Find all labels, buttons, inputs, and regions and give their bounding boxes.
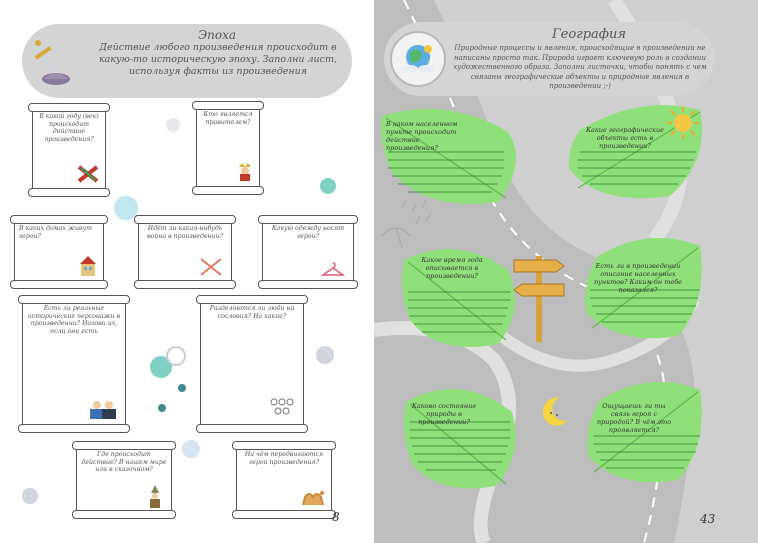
decor-circle: [150, 356, 172, 378]
leaf-label: Есть ли в произведении описание населенн…: [593, 262, 683, 294]
scroll-war[interactable]: Идёт ли какая-нибудь война в произведени…: [134, 215, 236, 289]
scroll-clothing[interactable]: Какую одежду носят герои?: [258, 215, 358, 289]
leaf-label: Какие географические объекты есть в прои…: [586, 126, 664, 150]
gnome-icon: [150, 485, 160, 508]
people-icon: [90, 401, 116, 419]
right-page: География Природные процессы и явления, …: [374, 0, 758, 543]
scroll-label: Разделяются ли люди на сословия? На каки…: [209, 305, 295, 320]
scroll-ruler[interactable]: Кто является правителем?: [192, 101, 264, 195]
page-number: 8: [332, 510, 340, 524]
sword-in-stone-icon: [28, 33, 84, 89]
decor-circle: [166, 346, 186, 366]
decor-circle: [178, 384, 186, 392]
scroll-label: Где происходит действие? В нашем мире ил…: [81, 451, 167, 473]
leaf-label: В каком населенном пункте происходит дей…: [386, 120, 458, 152]
page-number: 43: [700, 512, 716, 526]
decor-circle: [182, 440, 200, 458]
moon-icon: [542, 397, 568, 426]
scroll-label: В каких домах живут герои?: [19, 225, 93, 240]
era-title: Эпоха: [197, 28, 237, 42]
scroll-real-people[interactable]: Есть ли реальные исторические персонажи …: [18, 295, 130, 433]
globe-icon: [390, 31, 446, 87]
scroll-era[interactable]: В какой году (век) происходит действие п…: [28, 103, 110, 197]
leaf-label: Какое время года описывается в произведе…: [421, 256, 483, 280]
hourglass-icon: [77, 165, 99, 183]
camel-icon: [302, 491, 324, 506]
sun-icon: [667, 107, 699, 139]
decor-circle: [320, 178, 336, 194]
scroll-label: На чём передвигаются герои произведения?: [244, 451, 324, 466]
decor-circle: [114, 196, 138, 220]
geography-banner: География Природные процессы и явления, …: [384, 22, 714, 96]
decor-circle: [158, 404, 166, 412]
scroll-houses[interactable]: В каких домах живут герои?: [10, 215, 108, 289]
crossed-swords-icon: [200, 258, 222, 276]
decor-circle: [166, 118, 180, 132]
leaf-hero-nature[interactable]: Ощущаешь ли ты связь героя с природой? В…: [580, 376, 708, 488]
scroll-place[interactable]: Где происходит действие? В нашем мире ил…: [72, 441, 176, 519]
signpost-icon: [513, 256, 565, 342]
scroll-label: Есть ли реальные исторические персонажи …: [27, 305, 121, 335]
geography-title: География: [552, 27, 626, 42]
king-icon: [239, 163, 251, 181]
leaf-settlement[interactable]: В каком населенном пункте происходит дей…: [378, 102, 524, 206]
leaf-label: Каково состояние природы в произведении?: [411, 402, 477, 426]
scroll-transport[interactable]: На чём передвигаются герои произведения?: [232, 441, 336, 519]
leaf-label: Ощущаешь ли ты связь героя с природой? В…: [596, 402, 672, 434]
decor-circle: [316, 346, 334, 364]
left-page: Эпоха Действие любого произведения проис…: [0, 0, 366, 543]
umbrella-rain-icon: [381, 199, 431, 249]
decor-circle: [22, 488, 38, 504]
era-banner: Эпоха Действие любого произведения проис…: [22, 24, 352, 98]
scroll-label: Кто является правителем?: [203, 111, 253, 126]
scroll-label: В какой году (век) происходит действие п…: [39, 113, 99, 143]
geography-description: Природные процессы и явления, происходящ…: [453, 44, 707, 90]
leaf-other-places[interactable]: Есть ли в произведении описание населенн…: [578, 232, 708, 344]
house-icon: [80, 256, 96, 276]
crowd-icon: [270, 398, 294, 415]
scroll-label: Какую одежду носят герои?: [271, 225, 345, 240]
hanger-icon: [321, 262, 345, 276]
scroll-label: Идёт ли какая-нибудь война в произведени…: [147, 225, 223, 240]
era-description: Действие любого произведения происходит …: [98, 42, 338, 77]
scroll-classes[interactable]: Разделяются ли люди на сословия? На каки…: [196, 295, 308, 433]
leaf-season[interactable]: Какое время года описывается в произведе…: [398, 240, 522, 352]
leaf-nature-state[interactable]: Каково состояние природы в произведении?: [400, 378, 520, 494]
